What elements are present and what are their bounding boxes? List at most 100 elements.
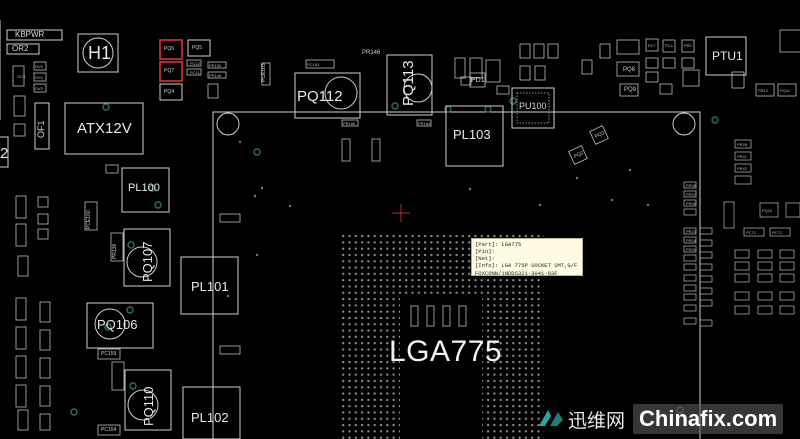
pq8-label: PQ8 — [623, 67, 636, 73]
of1-label: OF1 — [36, 120, 46, 138]
pc159-label: PC159 — [101, 351, 117, 357]
pd1-label: PD1 — [471, 77, 485, 84]
pq110-outline[interactable] — [124, 369, 172, 431]
pce100-label: PCE100 — [86, 210, 92, 229]
svg-text:PQ10: PQ10 — [762, 208, 773, 213]
cpu-zone-outline — [212, 111, 701, 439]
svg-text:DV3: DV3 — [35, 86, 44, 91]
part-info-tooltip: [Part]: LGA775 [Pin]: [Net]: [Info]: LGA… — [471, 238, 583, 277]
svg-text:PC12: PC12 — [190, 61, 201, 66]
via-field — [226, 140, 650, 298]
pl101-label: PL101 — [191, 279, 229, 294]
pq106-ring — [94, 308, 126, 340]
pc164-label: PC164 — [101, 427, 117, 433]
svg-text:DV4: DV4 — [35, 75, 44, 80]
ptu1-outline[interactable] — [705, 36, 747, 76]
tooltip-net: [Net]: — [475, 255, 495, 263]
pq107-ring — [126, 246, 158, 278]
pq-small-parts — [186, 59, 472, 355]
watermark-en-text: Chinafix.com — [633, 404, 784, 434]
pu100-chip-outline[interactable] — [511, 87, 555, 129]
lga775-pad-void — [400, 294, 482, 439]
pl100-label: PL100 — [128, 182, 160, 194]
crosshair-cursor — [392, 204, 410, 222]
svg-text:PR28: PR28 — [737, 142, 748, 147]
pl102-inductor-outline[interactable] — [182, 386, 241, 439]
edge-2-label: 2 — [0, 145, 9, 162]
pq112-outline[interactable] — [294, 72, 361, 119]
svg-text:PC7: PC7 — [648, 43, 657, 48]
pq6-highlight[interactable] — [159, 39, 183, 60]
svg-text:PR184: PR184 — [418, 121, 431, 126]
pq113-ring — [403, 73, 433, 103]
pq113-label: PQ113 — [400, 60, 417, 106]
top-right-parts — [454, 29, 800, 165]
svg-text:PR12: PR12 — [758, 88, 769, 93]
svg-text:PQ11: PQ11 — [780, 88, 791, 93]
svg-text:PR9: PR9 — [684, 43, 693, 48]
svg-text:PC71: PC71 — [746, 230, 757, 235]
svg-text:PR24: PR24 — [686, 238, 697, 243]
pr146-label: PR146 — [362, 50, 381, 56]
ptu1-label: PTU1 — [712, 49, 743, 63]
tooltip-info: [Info]: LGA 775P SOCKET SMT,G/F — [475, 262, 578, 270]
pce103-label: PCE103 — [261, 63, 267, 82]
svg-text:PR41: PR41 — [737, 154, 748, 159]
pl100-inductor-outline[interactable] — [121, 167, 170, 213]
mount-hole — [672, 112, 696, 136]
h1-label: H1 — [88, 43, 112, 63]
pq106-label: PQ106 — [97, 317, 138, 332]
pq110-label: PQ110 — [141, 386, 156, 426]
or2-outline[interactable] — [6, 43, 40, 55]
left-edge-component — [0, 136, 9, 168]
kbpwr-label: KBPWR — [15, 30, 45, 39]
watermark: 迅维网 Chinafix.com — [530, 399, 800, 439]
svg-text:PR42: PR42 — [737, 166, 748, 171]
tooltip-pin: [Pin]: — [475, 248, 495, 256]
svg-text:PC4: PC4 — [665, 43, 674, 48]
pq112-ring — [324, 76, 358, 110]
svg-text:PC72: PC72 — [772, 230, 783, 235]
or2-label: OR2 — [12, 44, 29, 53]
left-small-parts — [12, 61, 125, 436]
svg-text:PR37: PR37 — [686, 192, 697, 197]
svg-text:PC183: PC183 — [307, 62, 320, 67]
pq112-label: PQ112 — [297, 88, 343, 105]
svg-text:PR36: PR36 — [686, 201, 697, 206]
h1-mount-hole-outline — [77, 33, 119, 73]
socket-capacitors — [410, 305, 467, 327]
tooltip-part: [Part]: LGA775 — [475, 241, 522, 248]
watermark-cn-text: 迅维网 — [568, 409, 626, 432]
svg-text:PR185: PR185 — [343, 121, 356, 126]
pq5-outline[interactable] — [187, 39, 211, 57]
lga775-socket-label: LGA775 — [389, 335, 503, 368]
pq107-outline[interactable] — [123, 228, 171, 287]
svg-text:PR31: PR31 — [686, 247, 697, 252]
kbpwr-outline[interactable] — [6, 29, 63, 41]
pq110-ring — [127, 389, 159, 421]
pr136-label: PR136 — [112, 243, 118, 259]
pq107-label: PQ107 — [140, 241, 155, 282]
pq7-highlight[interactable] — [159, 61, 183, 82]
pu100-body — [516, 92, 550, 124]
svg-text:PC11: PC11 — [190, 70, 200, 75]
pq106-outline[interactable] — [86, 302, 154, 349]
atx12v-label: ATX12V — [77, 120, 132, 137]
svg-text:PR23: PR23 — [686, 229, 697, 234]
svg-text:PR148: PR148 — [209, 73, 222, 78]
pl101-inductor-outline[interactable] — [180, 256, 239, 315]
svg-text:PR38: PR38 — [686, 183, 697, 188]
mount-hole — [216, 112, 240, 136]
pu100-label: PU100 — [519, 101, 547, 111]
of1-outline[interactable] — [34, 102, 50, 150]
pq5-label: PQ5 — [192, 45, 203, 51]
pl103-inductor-outline[interactable] — [445, 105, 504, 167]
pq7-label: PQ7 — [164, 68, 175, 74]
pq4-outline[interactable] — [159, 83, 183, 101]
pq6-label: PQ6 — [164, 46, 175, 52]
svg-text:PR150: PR150 — [209, 63, 222, 68]
atx12v-connector-outline[interactable] — [64, 102, 144, 155]
right-column-parts — [683, 139, 800, 327]
svg-text:OC5: OC5 — [17, 74, 26, 79]
